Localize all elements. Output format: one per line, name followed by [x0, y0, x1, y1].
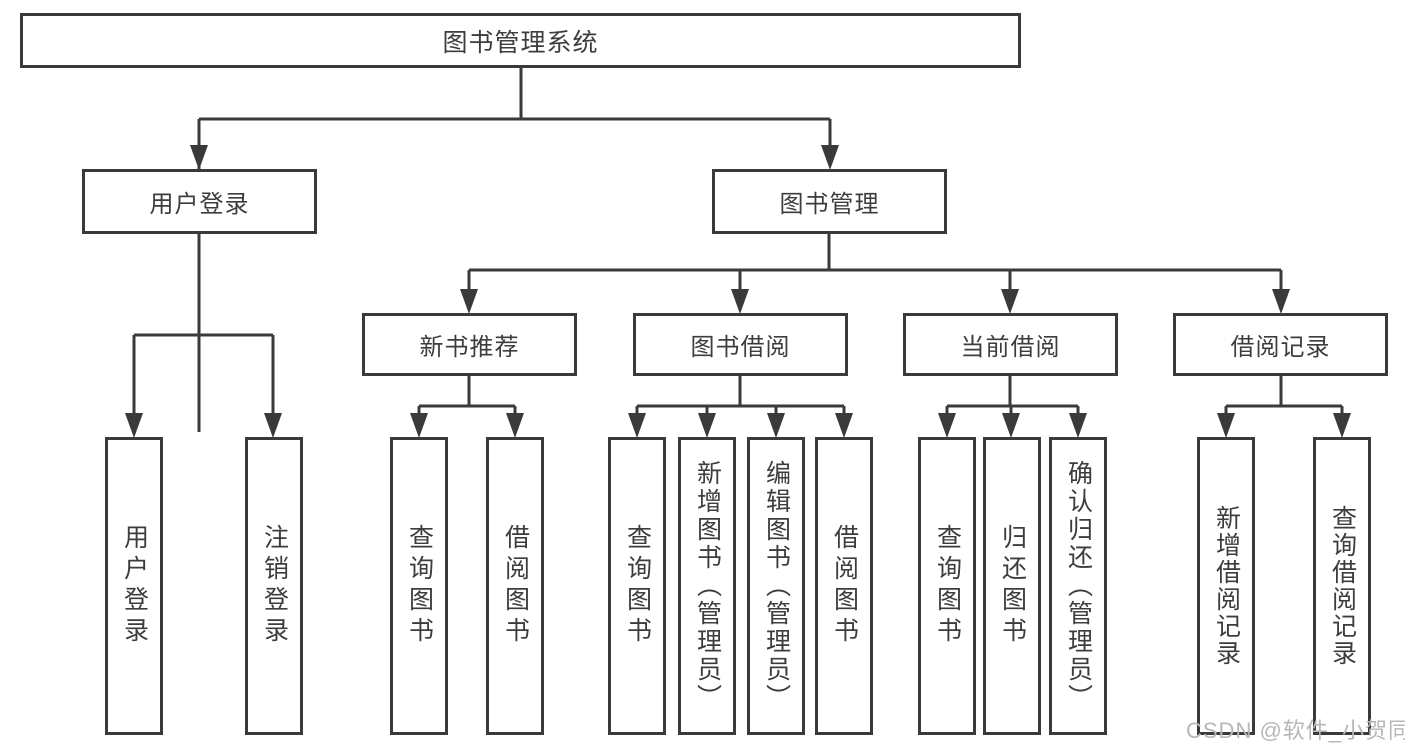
node-leaf-borrow-books-recommend: 借阅图书 — [486, 437, 544, 735]
node-leaf-edit-books-admin: 编辑图书（管理员） — [747, 437, 805, 735]
node-leaf-query-books-current: 查询图书 — [918, 437, 976, 735]
node-leaf-add-books-admin: 新增图书（管理员） — [678, 437, 736, 735]
node-user-login-module: 用户登录 — [82, 169, 317, 234]
arrowheads — [125, 145, 1351, 438]
node-leaf-confirm-return-admin: 确认归还（管理员） — [1049, 437, 1107, 735]
node-leaf-query-books-recommend: 查询图书 — [390, 437, 448, 735]
node-leaf-logout: 注销登录 — [245, 437, 303, 735]
node-current-borrowing: 当前借阅 — [903, 313, 1118, 376]
node-book-borrowing: 图书借阅 — [633, 313, 848, 376]
csdn-watermark: CSDN @软件_小贺同学 — [1186, 718, 1405, 743]
node-book-management-module: 图书管理 — [712, 169, 947, 234]
node-leaf-user-login: 用户登录 — [105, 437, 163, 735]
node-leaf-return-books: 归还图书 — [983, 437, 1041, 735]
node-leaf-query-books-borrowing: 查询图书 — [608, 437, 666, 735]
node-leaf-add-borrow-record: 新增借阅记录 — [1197, 437, 1255, 735]
node-library-management-system: 图书管理系统 — [20, 13, 1021, 68]
node-new-book-recommendation: 新书推荐 — [362, 313, 577, 376]
node-leaf-query-borrow-record: 查询借阅记录 — [1313, 437, 1371, 735]
node-borrowing-records: 借阅记录 — [1173, 313, 1388, 376]
node-leaf-borrow-books-borrowing: 借阅图书 — [815, 437, 873, 735]
